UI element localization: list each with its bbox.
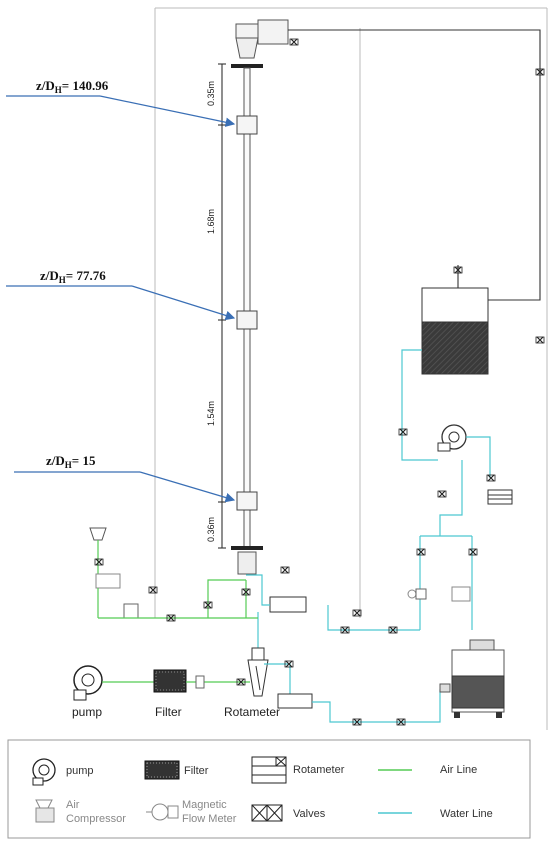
legend-air-compressor-2: Compressor [66,813,126,825]
valve-main [236,678,246,686]
valve-return-1 [535,68,545,76]
return-line [288,29,545,344]
dimension-d1: 0.35m [206,81,216,106]
valve-air-3 [203,601,213,609]
z-label-2: z/DH= 77.76 [6,268,236,321]
dimension-d2: 1.68m [206,209,216,234]
legend-air-compressor-1: Air [66,799,80,811]
main-pump [73,665,103,701]
legend-magnetic-meter-icon [146,803,179,821]
valve-inlet [280,566,290,574]
svg-text:z/DH= 15: z/DH= 15 [46,453,96,470]
rotameter-right [487,489,513,505]
legend-rotameter: Rotameter [293,764,345,776]
measurement-station-2 [236,310,258,330]
water-tank [421,265,489,375]
valve-air-2 [166,614,176,622]
caption-filter: Filter [155,705,182,719]
water-circuit [246,349,513,648]
legend-valves: Valves [293,808,326,820]
z-label-3: z/DH= 15 [14,453,236,503]
legend-pump-icon [32,758,56,786]
magnetic-meter-right [407,588,427,600]
caption-pump: pump [72,705,102,719]
air-rotameter [95,573,121,589]
rotameter-right-2 [451,586,471,602]
test-section-column [231,19,289,575]
legend-pump: pump [66,765,94,777]
valve-water-5 [468,548,478,556]
legend-air-compressor-icon [35,799,55,823]
valve-air-4 [241,588,251,596]
measurement-station-1 [236,115,258,135]
flowmeter-box [277,693,313,709]
valve-water-4 [416,548,426,556]
valve-air-1 [94,558,104,566]
mixer-box [269,596,307,613]
svg-text:z/DH= 140.96: z/DH= 140.96 [36,78,109,95]
air-compressor-unit [439,639,505,718]
legend: pump Filter Rotameter Air Line Air Compr… [7,739,531,839]
legend-valve-icon [251,804,283,822]
dimension-lines: 0.35m 1.68m 1.54m 0.36m [206,63,226,549]
main-rotameter [247,647,269,697]
valve-air-5 [148,586,158,594]
air-circuit [89,527,258,622]
measurement-station-3 [236,491,258,511]
z-label-1: z/DH= 140.96 [6,78,236,127]
legend-magnetic-1: Magnetic [182,799,227,811]
dimension-d4: 0.36m [206,517,216,542]
svg-text:z/DH= 77.76: z/DH= 77.76 [40,268,106,285]
legend-magnetic-2: Flow Meter [182,813,237,825]
setup-frame [154,7,548,730]
main-filter [153,669,187,693]
legend-air-line: Air Line [440,764,477,776]
legend-filter-icon [144,760,180,780]
valve-tank-top [453,266,463,274]
valve-water-2 [486,474,496,482]
valve-water-1 [398,428,408,436]
caption-rotameter: Rotameter [224,705,280,719]
dimension-d3: 1.54m [206,401,216,426]
water-pipe-valves [340,609,398,634]
valve-return-2 [535,336,545,344]
legend-rotameter-icon [251,756,287,784]
legend-filter: Filter [184,765,209,777]
valve-water-3 [437,490,447,498]
legend-water-line: Water Line [440,808,493,820]
water-pump-top [437,424,467,452]
valve-rotameter [284,660,294,668]
